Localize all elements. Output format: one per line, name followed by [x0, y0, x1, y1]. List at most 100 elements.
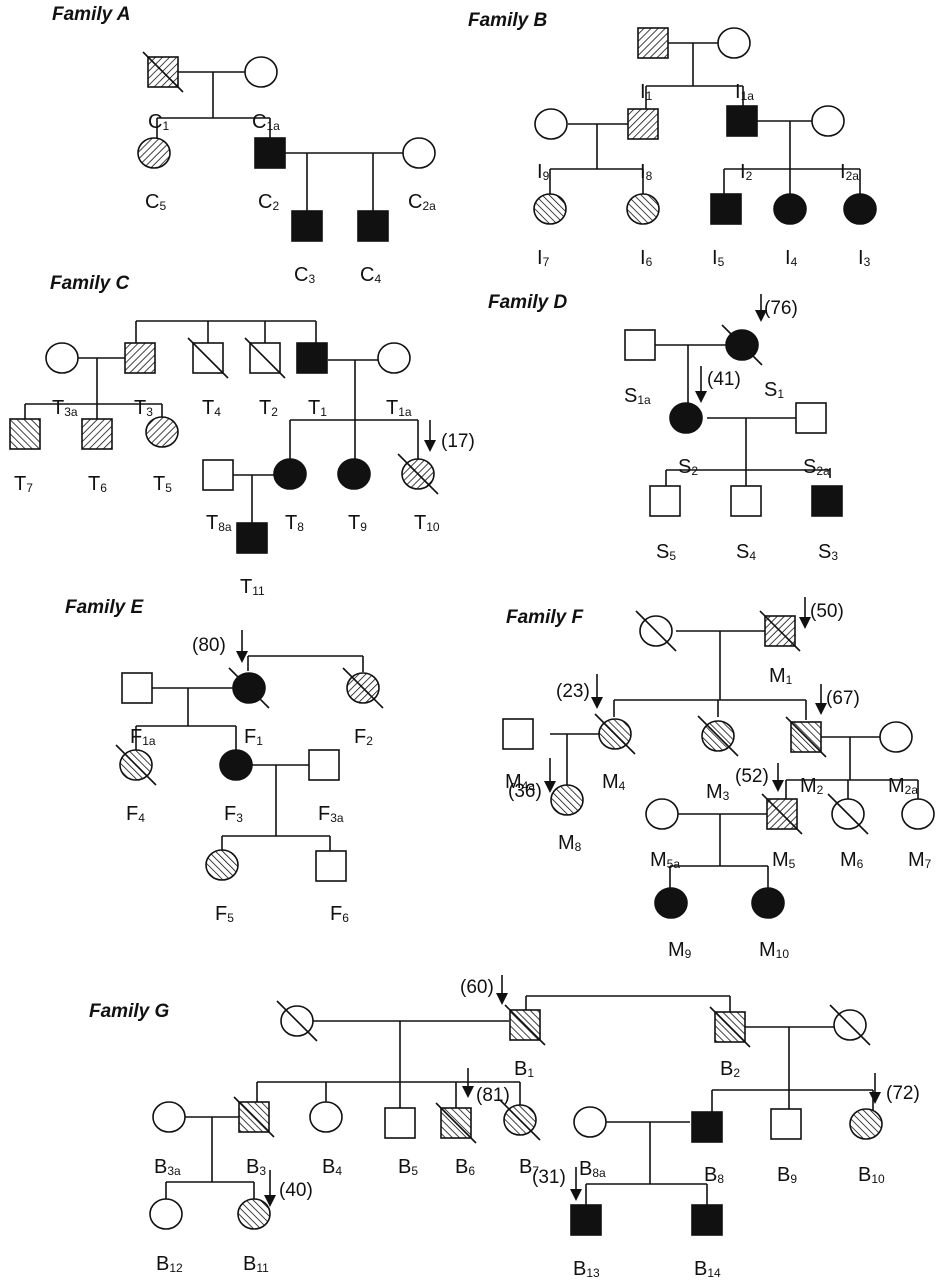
individual-label: I2	[740, 161, 753, 183]
individual-label: T1a	[386, 397, 412, 419]
individual-label: B6	[455, 1156, 475, 1178]
male-square-symbol	[691, 1204, 723, 1236]
individual-t8a: T8a	[202, 459, 234, 534]
individual-f2: F2	[342, 667, 384, 748]
individual-label: M7	[908, 849, 932, 871]
individual-f1a: F1a	[121, 672, 156, 748]
individual-label: B5	[398, 1156, 418, 1178]
individual-b13: B13	[570, 1204, 602, 1280]
individual-b14: B14	[691, 1204, 723, 1280]
male-square-symbol	[710, 193, 742, 225]
individual-c5: C5	[137, 137, 171, 213]
individual-label: T11	[240, 576, 265, 598]
individual-label: B8a	[579, 1158, 606, 1180]
arrow-down-icon	[755, 310, 767, 322]
individual-label: T9	[348, 512, 367, 534]
age-annotations: (17)(76)(41)(80)(50)(23)(67)(36)(52)(60)…	[192, 294, 920, 1207]
deceased-slash-icon	[142, 51, 184, 93]
male-square-symbol	[627, 108, 659, 140]
male-square-symbol	[202, 459, 234, 491]
arrow-down-icon	[496, 993, 508, 1005]
individual-label: F3a	[318, 803, 344, 825]
individual-s2: S2	[669, 402, 703, 478]
deceased-slash-icon	[709, 1006, 751, 1048]
family-c-title: Family C	[50, 273, 129, 294]
family-b-title: Family B	[468, 10, 547, 31]
individual-m4: M4	[594, 713, 636, 793]
individual-label: B10	[858, 1164, 885, 1186]
individual-t5: T5	[145, 416, 179, 495]
male-square-symbol	[357, 210, 389, 242]
individual-label: S2a	[803, 456, 830, 478]
individual-i4: I4	[773, 193, 807, 269]
age-at-diagnosis-label: (23)	[556, 681, 590, 702]
individual-label: T2	[259, 397, 278, 419]
individual-c2: C2	[254, 137, 286, 213]
individual-label: I2a	[840, 161, 859, 183]
individual-label: T6	[88, 473, 107, 495]
individual-label: F2	[354, 726, 373, 748]
individual-t2: T2	[244, 337, 286, 419]
female-circle-symbol	[244, 56, 278, 88]
individual-c3: C3	[291, 210, 323, 286]
individual-label: T10	[414, 512, 440, 534]
individual-label: B1	[514, 1058, 534, 1080]
individual-label: F1a	[130, 726, 156, 748]
male-square-symbol	[315, 850, 347, 882]
age-at-diagnosis-label: (17)	[441, 431, 475, 452]
individual-t4: T4	[187, 337, 229, 419]
male-square-symbol	[254, 137, 286, 169]
individual-i3: I3	[843, 193, 877, 269]
male-square-symbol	[308, 749, 340, 781]
individual-label: I1a	[735, 81, 754, 103]
individual-t9: T9	[337, 458, 371, 534]
individual-b12: B12	[149, 1198, 183, 1275]
individual-m5: M5	[761, 793, 803, 871]
individual-f3: F3	[219, 749, 253, 825]
deceased-slash-icon	[759, 610, 801, 652]
individual-label: B4	[322, 1156, 342, 1178]
individual-f4: F4	[115, 744, 157, 825]
female-circle-symbol	[533, 193, 567, 225]
individual-b10: B10	[849, 1108, 885, 1186]
age-at-diagnosis-label: (41)	[707, 369, 741, 390]
age-arrow-b13: (31)	[532, 1167, 582, 1201]
deceased-slash-icon	[635, 610, 677, 652]
individual-t8: T8	[273, 458, 307, 534]
age-arrow-b11: (40)	[264, 1170, 313, 1207]
deceased-slash-icon	[228, 667, 270, 709]
individual-label: F5	[215, 903, 234, 925]
deceased-slash-icon	[397, 453, 439, 495]
individual-label: C1	[148, 111, 169, 133]
age-at-diagnosis-label: (60)	[460, 977, 494, 998]
deceased-slash-icon	[499, 1099, 541, 1141]
individual-t11: T11	[236, 522, 268, 598]
individual-label: T8a	[206, 512, 232, 534]
age-at-diagnosis-label: (50)	[810, 601, 844, 622]
individual-m9: M9	[654, 887, 692, 961]
male-square-symbol	[236, 522, 268, 554]
arrow-down-icon	[591, 697, 603, 709]
family-f-title: Family F	[506, 607, 584, 628]
individual-label: T7	[14, 473, 33, 495]
individual-c2a: C2a	[402, 137, 436, 213]
female-circle-symbol	[811, 105, 845, 137]
arrow-down-icon	[869, 1092, 881, 1104]
age-at-diagnosis-label: (67)	[826, 688, 860, 709]
individual-mf0	[635, 610, 677, 652]
deceased-slash-icon	[829, 1004, 871, 1046]
individual-label: C2	[258, 191, 279, 213]
individual-label: I3	[858, 247, 871, 269]
female-circle-symbol	[149, 1198, 183, 1230]
individual-b4: B4	[309, 1101, 343, 1178]
individual-label: M3	[706, 781, 730, 803]
deceased-slash-icon	[233, 1096, 275, 1138]
individual-label: C5	[145, 191, 166, 213]
age-at-diagnosis-label: (36)	[508, 781, 542, 802]
male-square-symbol	[730, 485, 762, 517]
individual-label: C3	[294, 264, 315, 286]
individual-b1: B1	[504, 1004, 546, 1080]
individual-f6: F6	[315, 850, 349, 925]
individual-label: I4	[785, 247, 798, 269]
